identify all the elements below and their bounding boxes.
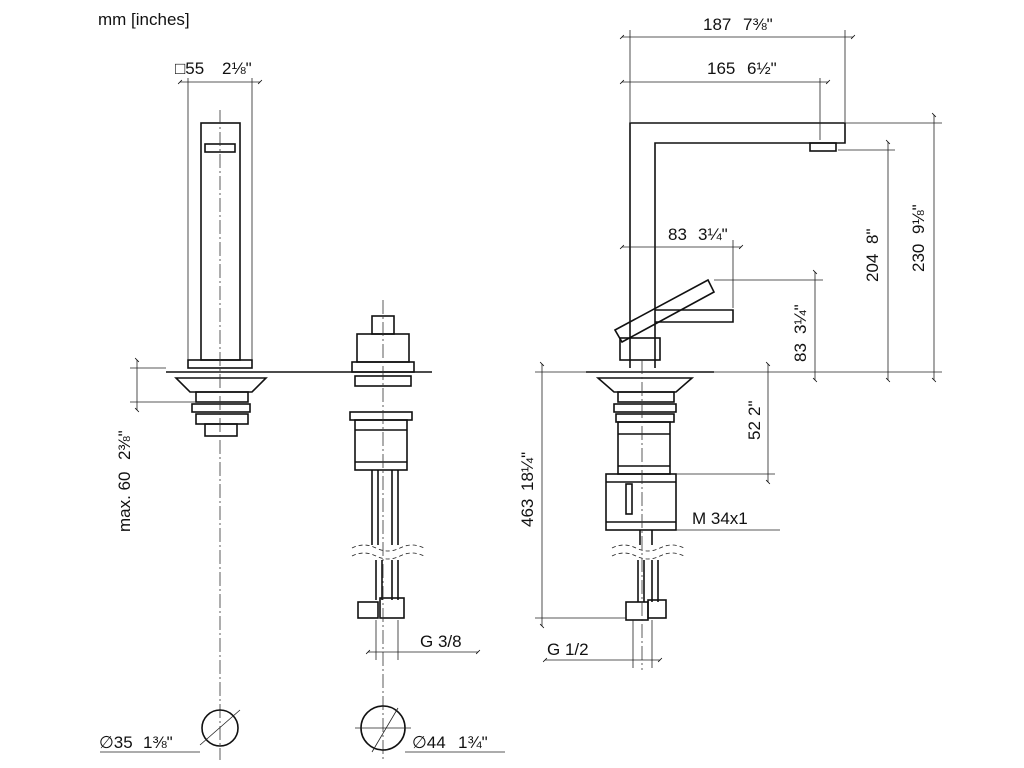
- outlet-height-label: 204: [863, 254, 882, 282]
- reach-outer-in-label: 7⅜": [743, 15, 773, 34]
- lever-height-label: 83: [791, 343, 810, 362]
- thread-g12-label: G 1/2: [547, 640, 589, 659]
- deck-thickness-label: max. 60: [115, 472, 134, 532]
- square-side-in-label: 2⅛": [222, 59, 252, 78]
- square-side-label: □55: [175, 59, 204, 78]
- spout-front-view: [166, 110, 272, 760]
- hose-length-in-label: 18¼": [518, 452, 537, 491]
- side-view: [586, 122, 846, 670]
- reach-inner-in-label: 6½": [747, 59, 777, 78]
- outlet-height-in-label: 8": [863, 229, 882, 245]
- hole-spout-label: ∅35: [99, 733, 133, 752]
- units-label: mm [inches]: [98, 10, 190, 29]
- deck-thickness-in-label: 2⅜": [115, 430, 134, 460]
- lever-height-in-label: 3¼": [791, 304, 810, 334]
- dimension-lines: [100, 30, 942, 753]
- hole-valve-label: ∅44: [412, 733, 446, 752]
- valve-front-view: [272, 300, 432, 760]
- thread-g38-label: G 3/8: [420, 632, 462, 651]
- reach-inner-label: 165: [707, 59, 735, 78]
- lever-reach-in-label: 3¼": [698, 225, 728, 244]
- thread-m-label: M 34x1: [692, 509, 748, 528]
- reach-outer-label: 187: [703, 15, 731, 34]
- total-height-label: 230: [909, 244, 928, 272]
- total-height-in-label: 9⅛": [909, 204, 928, 234]
- tail-length-in-label: 2": [745, 401, 764, 417]
- tail-length-label: 52: [745, 421, 764, 440]
- hose-length-label: 463: [518, 499, 537, 527]
- hole-spout-in-label: 1⅜": [143, 733, 173, 752]
- hole-valve-in-label: 1¾": [458, 733, 488, 752]
- spout-hole-circle: [201, 709, 239, 747]
- lever-reach-label: 83: [668, 225, 687, 244]
- labels: mm [inches] □55 2⅛" 187 7⅜" 165 6½" 83 3…: [98, 10, 928, 752]
